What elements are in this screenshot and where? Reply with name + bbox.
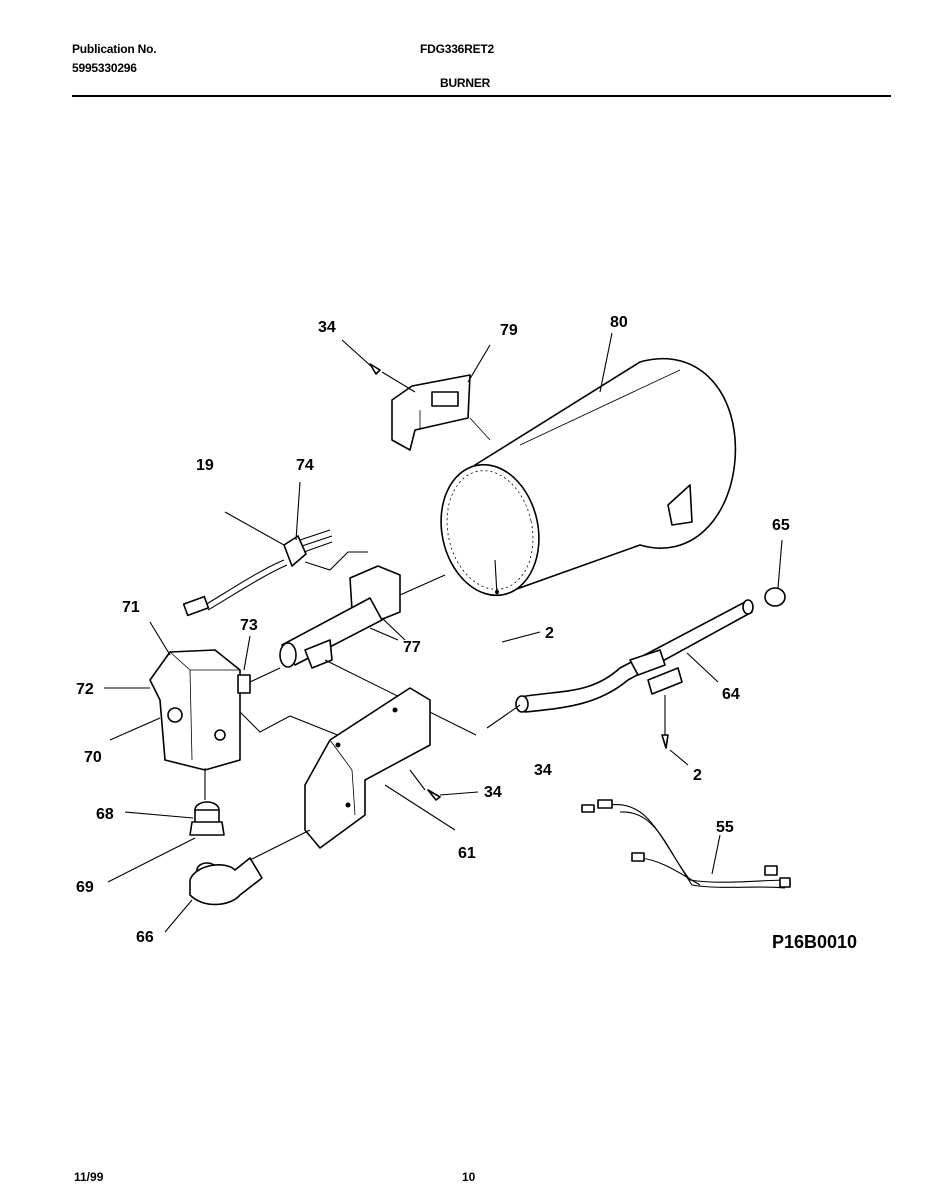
callout-34-lower: 34 (484, 784, 502, 801)
manifold-pipe-64 (486, 539, 786, 766)
callout-71: 71 (122, 599, 140, 616)
callout-2-lower: 2 (693, 767, 702, 784)
footer-date: 11/99 (74, 1170, 104, 1184)
callout-77: 77 (403, 639, 421, 656)
model-number: FDG336RET2 (420, 42, 495, 56)
callout-70: 70 (84, 749, 102, 766)
callout-79: 79 (500, 322, 518, 339)
burner-drum (440, 357, 737, 597)
leader-lines (109, 332, 613, 741)
gas-valve-71 (104, 649, 351, 800)
callout-55: 55 (716, 819, 734, 836)
callout-34-top: 34 (318, 319, 336, 336)
callout-61: 61 (458, 845, 476, 862)
header-divider (72, 95, 891, 97)
publication-label: Publication No. (72, 42, 157, 56)
callout-2-upper: 2 (545, 625, 554, 642)
callout-65: 65 (772, 517, 790, 534)
fittings-68-69-66 (107, 801, 311, 933)
callout-19: 19 (196, 457, 214, 474)
mounting-bracket-61 (304, 687, 479, 849)
callout-66: 66 (136, 929, 154, 946)
section-title: BURNER (440, 76, 491, 90)
callout-80: 80 (610, 314, 628, 331)
callout-72: 72 (76, 681, 94, 698)
callout-73: 73 (240, 617, 258, 634)
callout-74: 74 (296, 457, 314, 474)
burner-tube-77 (279, 565, 477, 736)
wire-harness-55 (581, 799, 791, 889)
callout-69: 69 (76, 879, 94, 896)
callout-34-right: 34 (534, 762, 552, 779)
publication-number: 5995330296 (72, 61, 137, 75)
footer-page-number: 10 (462, 1170, 476, 1184)
callout-68: 68 (96, 806, 114, 823)
drawing-code: P16B0010 (772, 932, 857, 952)
bracket-79 (341, 339, 491, 451)
callout-64: 64 (722, 686, 740, 703)
igniter-assembly (182, 511, 368, 617)
